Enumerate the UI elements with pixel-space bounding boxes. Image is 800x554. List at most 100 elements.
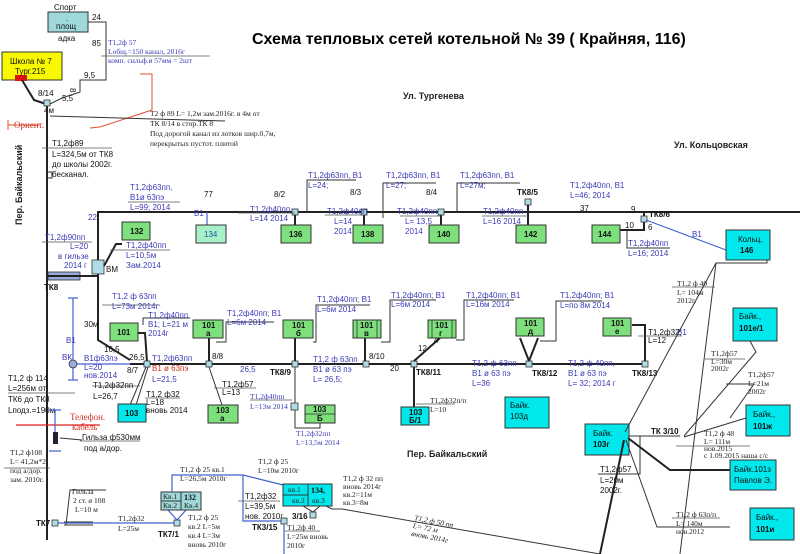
pipe-101zh — [683, 417, 747, 438]
node-3-16-label: 3/16 — [292, 512, 308, 521]
building-101e1[interactable] — [732, 307, 778, 342]
b101b-pipe-label-2: L=6м 2014 — [317, 305, 357, 314]
building-146-label-2: 146 — [740, 246, 754, 255]
node-tk8-12-label: ТК8/12 — [532, 369, 558, 378]
phone-label-1: Телефон. — [70, 412, 105, 422]
b136-pipe-label-1: Т1,2ф40пп — [250, 205, 290, 214]
node-8-8[interactable] — [205, 360, 213, 368]
node-tk7-1-label: ТК7/1 — [158, 530, 179, 539]
building-103-b1-label-1: 103 — [409, 408, 423, 417]
scheme-title: Схема тепловых сетей котельной № 39 ( Кр… — [252, 31, 686, 48]
building-142-label: 142 — [524, 230, 538, 239]
building-138[interactable] — [352, 224, 384, 244]
b144-pipe-label-1: Т1,2ф40пп — [628, 239, 668, 248]
b101i-pipe-label-3: нов.2012 — [676, 527, 704, 536]
dist-12: 12 — [418, 344, 427, 353]
tk7-pipe-label-1: Т1,2ф32 — [118, 514, 145, 523]
b101a-pipe-label-1: Т1,2ф40пп; В1 — [227, 309, 282, 318]
main-108-label-2: L= 41,2м*2 — [10, 457, 46, 466]
node-tk8-9[interactable] — [291, 360, 299, 368]
b138-pipe-label-1: Т1,2ф40пп — [327, 207, 367, 216]
b132-kv2-label-1: Т1,2 ф 25 — [188, 513, 218, 522]
tk8-14-note-3: Под дорогой канал из лотков шир.0,7м, — [150, 129, 276, 138]
node-tk8-6[interactable] — [640, 215, 648, 223]
building-103g-label-1: Байк. — [593, 429, 613, 438]
building-101g[interactable] — [427, 319, 457, 339]
building-103-b1-label-2: Б/1 — [409, 416, 422, 425]
tk8-14-note-4: перекрытых пустот. плитой — [150, 139, 238, 148]
building-136[interactable] — [280, 224, 312, 244]
pipe-134-flats — [302, 505, 321, 513]
sport-label-3: площ — [56, 22, 77, 31]
street-koltsovskaya: Ул. Кольцовская — [674, 140, 748, 150]
building-103-b1[interactable] — [400, 406, 430, 426]
b103a-pipe-label-1: Т1,2ф57 — [222, 380, 254, 389]
node-8-7[interactable] — [143, 360, 151, 368]
b132-kv2-label-2: кв.2 L=5м — [188, 522, 220, 531]
building-132[interactable] — [121, 221, 151, 241]
building-101zh[interactable] — [745, 404, 791, 437]
b101g-pipe-label-2: L=16м 2014 — [466, 300, 510, 309]
tk310-up-label-3: 2012г. — [677, 296, 696, 305]
pipe-132 — [103, 243, 122, 267]
b101z-pipe-label-2: L= 111м — [704, 437, 730, 446]
building-103d-label-1: Байк. — [510, 401, 530, 410]
building-101a[interactable] — [192, 319, 224, 339]
b103-pipe32-label-2: L=26,7 — [93, 392, 118, 401]
b132-kv2-label-4: вновь 2010г — [188, 540, 226, 549]
building-101b-label-2: б — [296, 329, 301, 338]
node-tk8-12[interactable] — [525, 360, 533, 368]
building-101e[interactable] — [602, 317, 632, 337]
pipe-sport — [49, 21, 107, 105]
node-8-8-label: 8/8 — [212, 352, 224, 361]
b103g-pipe-label-3: 2002г. — [600, 486, 622, 495]
node-tk8-11[interactable] — [410, 360, 418, 368]
node-3-16[interactable] — [309, 511, 317, 519]
node-103b-chamber[interactable] — [290, 402, 299, 411]
dist-10: 10 — [625, 221, 634, 230]
building-103a[interactable] — [207, 404, 239, 424]
building-103b-label-2: Б — [317, 414, 323, 423]
building-103g[interactable] — [584, 423, 630, 456]
node-tk8-13[interactable] — [641, 360, 649, 368]
dist-22: 22 — [88, 213, 97, 222]
node-tk8-11-label: ТК8/11 — [416, 368, 441, 377]
building-144[interactable] — [591, 224, 621, 244]
node-8-4[interactable] — [437, 208, 445, 216]
b103-b1-pipe-label-1: Т1,2ф32п/п — [430, 396, 466, 405]
flat-132-kv4[interactable] — [180, 491, 202, 511]
dist-26-5a: 26,5 — [129, 353, 145, 362]
pipe-101d-b — [528, 337, 539, 362]
b140-pipe-label-3: 2014 — [405, 227, 423, 236]
node-vm-label: ВМ — [106, 265, 118, 274]
building-101z[interactable] — [729, 459, 777, 491]
sport-label-2: . — [66, 14, 68, 23]
building-103d[interactable] — [504, 396, 550, 429]
building-school-7[interactable] — [1, 51, 63, 81]
b132-pipe-label-2: L=10,5м — [126, 251, 156, 260]
node-tk7[interactable] — [51, 519, 59, 527]
building-101b[interactable] — [282, 319, 314, 339]
node-tk7-1[interactable] — [173, 519, 181, 527]
building-140[interactable] — [428, 224, 460, 244]
building-101zh-label-1: Байк., — [753, 410, 775, 419]
node-tk8-5[interactable] — [524, 198, 532, 206]
building-134[interactable] — [195, 224, 227, 244]
node-vm[interactable] — [91, 259, 105, 275]
leader — [540, 300, 602, 342]
building-101i[interactable] — [749, 507, 795, 541]
b138-pipe-label-2: L=14 — [334, 217, 353, 226]
node-8-10[interactable] — [362, 360, 370, 368]
building-101b-label-1: 101 — [292, 321, 306, 330]
school-entry-marker — [15, 75, 27, 81]
building-142[interactable] — [515, 224, 547, 244]
node-8-2[interactable] — [291, 208, 299, 216]
b101z-pipe-label-3: нов.2015 — [704, 444, 732, 453]
building-101d[interactable] — [515, 317, 545, 337]
b134-pipe-label-2: вновь 2014г — [343, 482, 381, 491]
building-101v[interactable] — [352, 319, 382, 339]
building-101e1-label-2: 101е/1 — [739, 324, 764, 333]
building-103[interactable] — [117, 403, 147, 423]
building-146[interactable] — [725, 229, 771, 261]
seg-8-11-label-3: L=36 — [472, 379, 491, 388]
